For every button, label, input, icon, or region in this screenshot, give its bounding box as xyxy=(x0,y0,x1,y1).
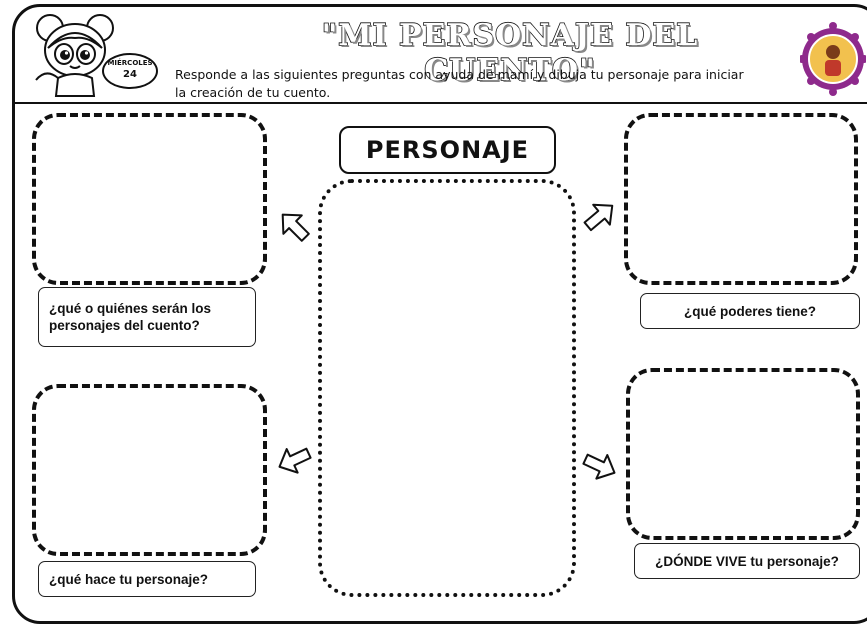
date-day: MIÉRCOLES xyxy=(107,59,153,67)
header-divider xyxy=(12,102,867,104)
character-drawing-area[interactable] xyxy=(318,179,576,597)
question-actions: ¿qué hace tu personaje? xyxy=(38,561,256,597)
arrow-to-home-icon xyxy=(582,453,616,480)
arrow-to-actions-icon xyxy=(278,447,312,474)
question-characters: ¿qué o quiénes serán los personajes del … xyxy=(38,287,256,347)
date-badge: MIÉRCOLES 24 xyxy=(102,53,158,89)
drawing-box-powers[interactable] xyxy=(624,113,858,285)
question-home: ¿DÓNDE VIVE tu personaje? xyxy=(634,543,860,579)
page-title: "MI PERSONAJE DEL CUENTO" xyxy=(321,17,699,89)
arrow-to-powers-icon xyxy=(583,203,614,232)
girl-mascot-icon xyxy=(35,14,114,97)
instructions-line-1: Responde a las siguientes preguntas con … xyxy=(175,67,744,82)
instructions-line-2: la creación de tu cuento. xyxy=(175,85,331,100)
drawing-box-characters[interactable] xyxy=(32,113,267,285)
school-seal-icon xyxy=(800,22,866,96)
drawing-box-actions[interactable] xyxy=(32,384,267,556)
arrow-to-characters-icon xyxy=(281,213,310,242)
instructions: Responde a las siguientes preguntas con … xyxy=(175,66,795,102)
character-title: PERSONAJE xyxy=(339,126,556,174)
question-powers: ¿qué poderes tiene? xyxy=(640,293,860,329)
date-number: 24 xyxy=(123,69,137,80)
drawing-box-home[interactable] xyxy=(626,368,860,540)
